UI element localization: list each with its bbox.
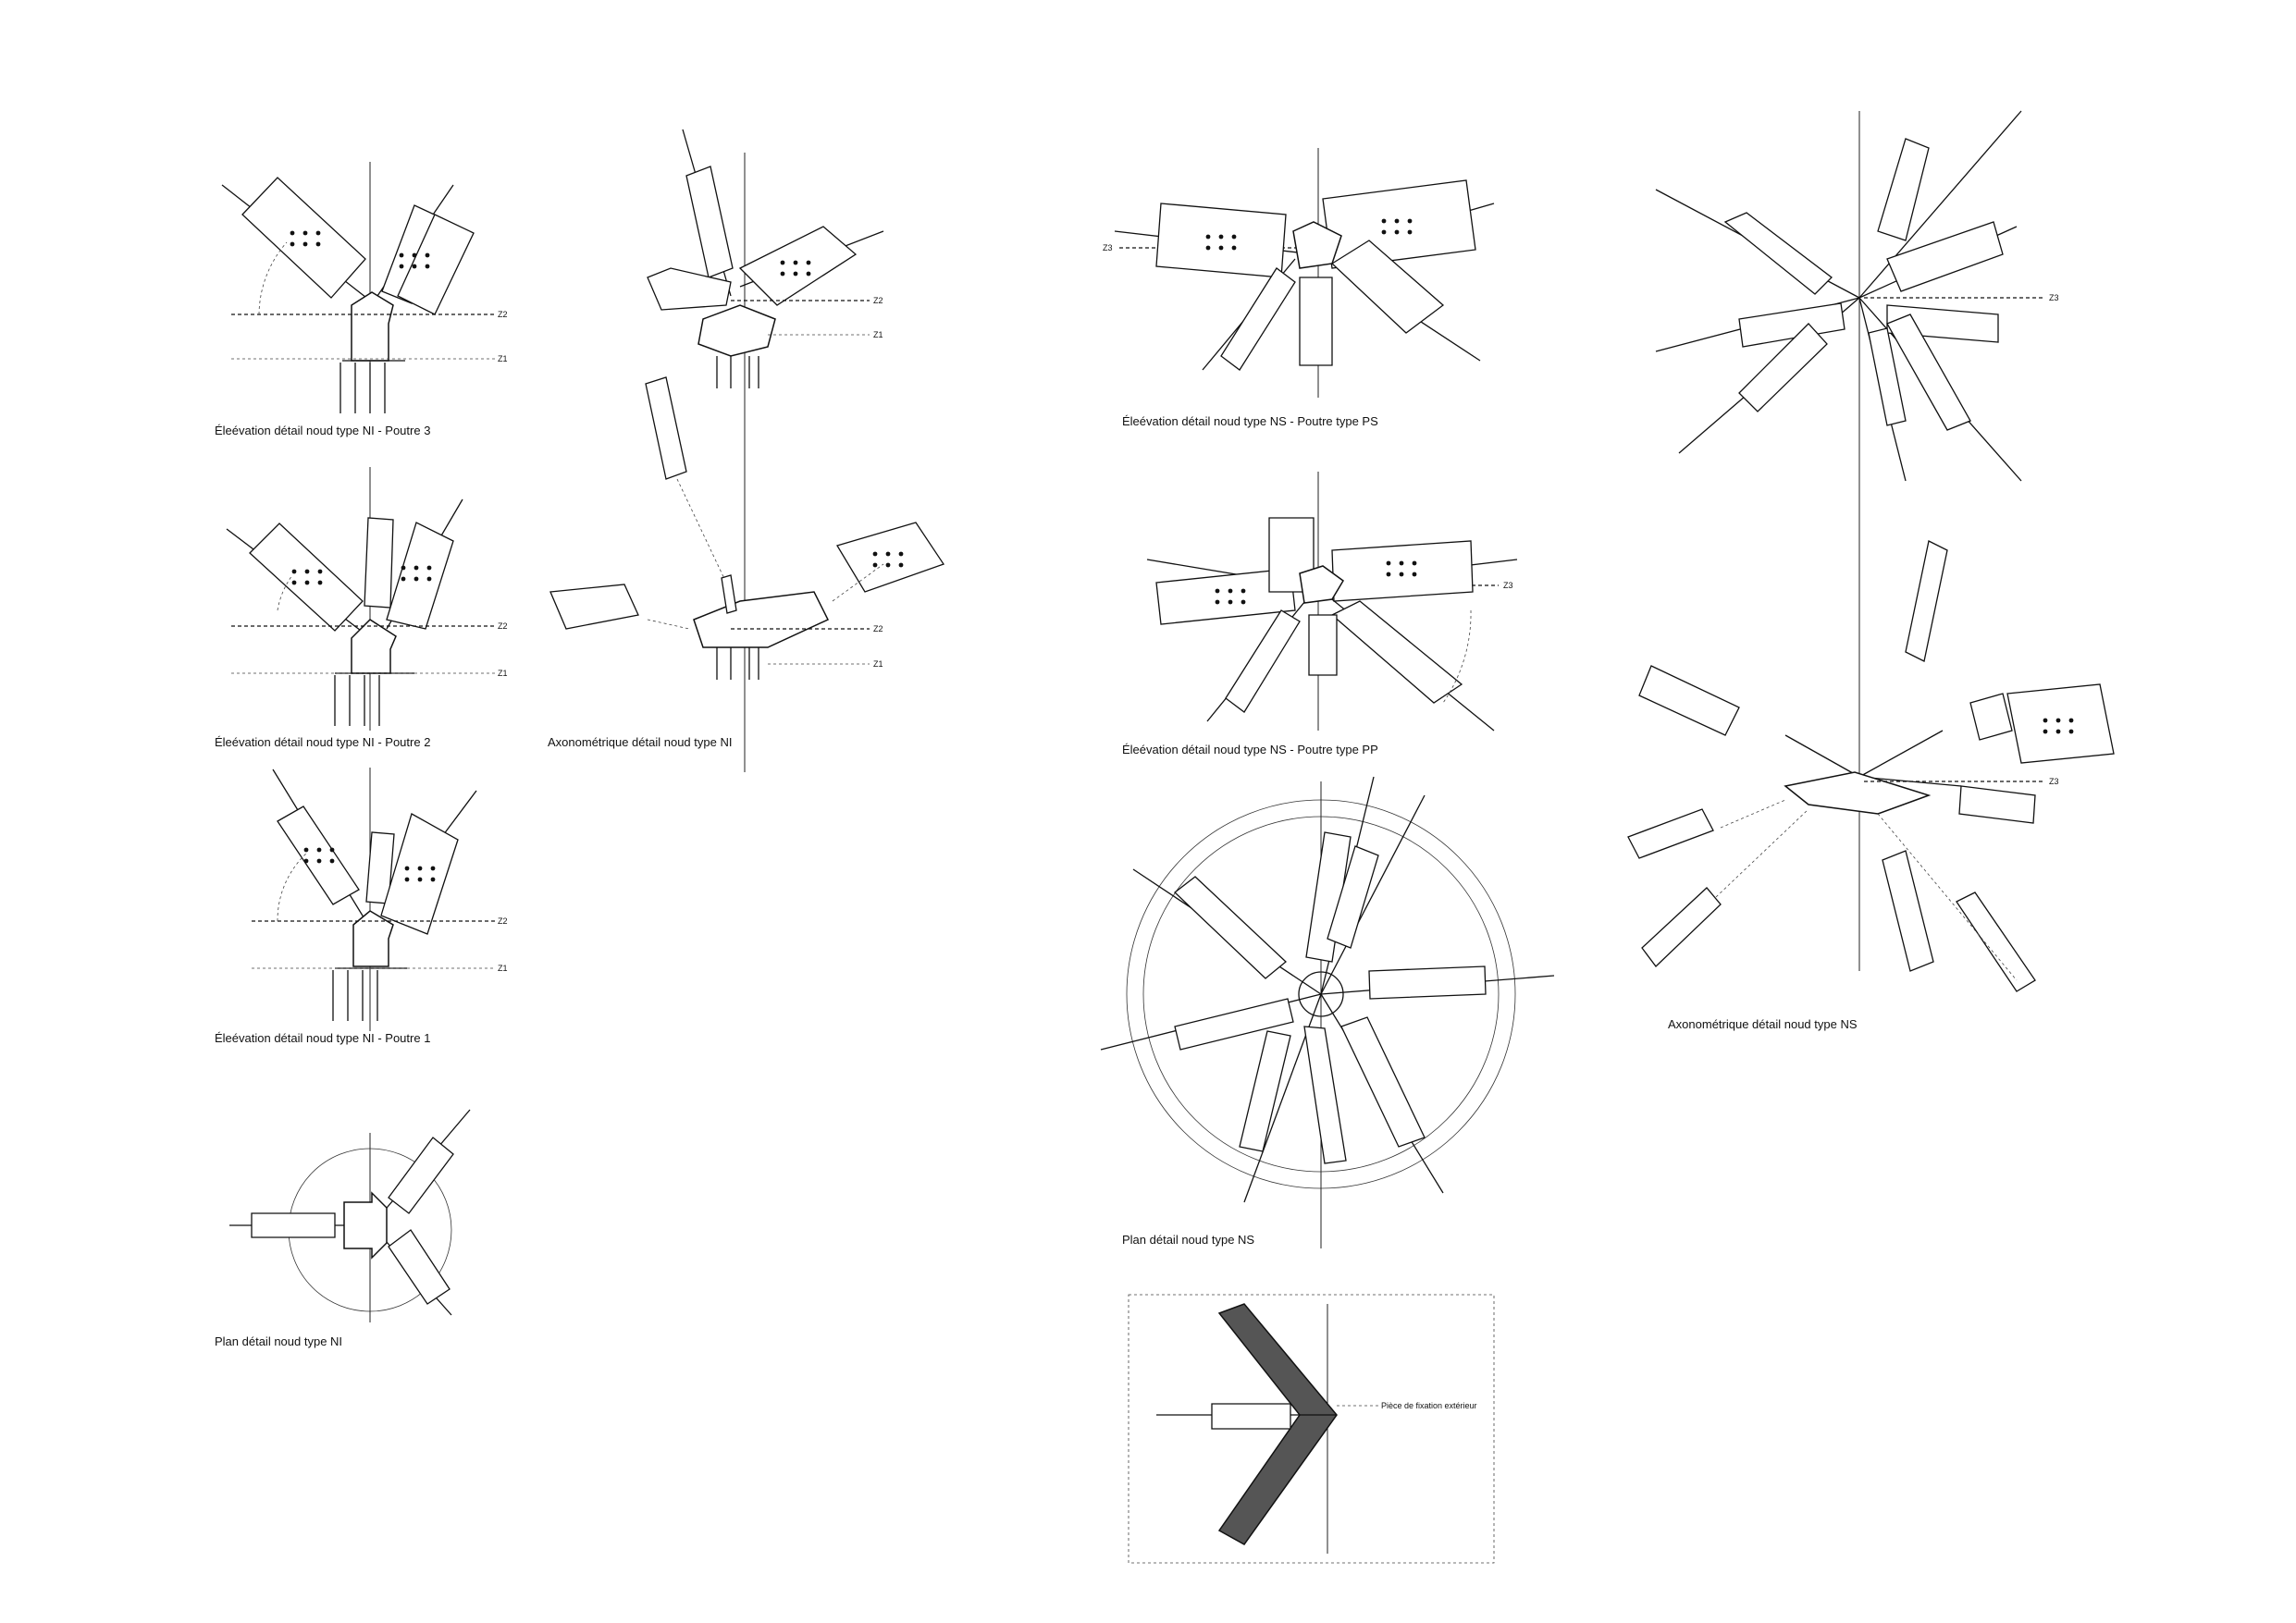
ni-elevation-poutre-1: Z2 Z1 [252,768,508,1031]
beam-center [365,831,395,904]
level-label-z3: Z3 [1503,581,1513,590]
caption-ns-elevation-ps: Éleévation détail noud type NS - Poutre … [1122,414,1378,428]
level-label-z1: Z1 [873,659,883,669]
fixation-detail: Pièce de fixation extérieur [1128,1294,1495,1564]
beam-west [1155,568,1296,625]
level-label-z1: Z1 [873,330,883,339]
beam-west [1738,302,1845,348]
level-label-z3: Z3 [2049,293,2059,302]
beam-southwest [1738,323,1828,412]
level-label-z1: Z1 [498,354,508,363]
beam-southeast [1330,600,1463,704]
beam-east [1368,965,1487,1000]
steel-node-plate [351,619,397,674]
caption-ns-plan: Plan détail noud type NS [1122,1233,1255,1247]
beam-southeast-exploded [1956,891,2036,992]
steel-node-plate [352,910,394,967]
ni-axonometric: Z2 Z1 Z2 Z1 [549,129,945,772]
level-label-z2: Z2 [498,916,508,926]
ns-elevation-ps: Z3 [1103,148,1495,398]
steel-node-plate [1299,565,1344,604]
level-label-z1: Z1 [498,669,508,678]
upper-beam-right [738,226,858,306]
level-label-z2: Z2 [873,624,883,633]
detail-frame [1128,1294,1495,1564]
lower-post-exploded [645,376,687,480]
beam-southsouthwest [1239,1030,1291,1152]
beam-right [380,813,459,935]
beam-east [1886,221,2004,292]
ns-axonometric-lower: Z3 [1627,540,2115,992]
beam-north [1877,138,1930,241]
level-label-z2: Z2 [873,296,883,305]
ni-plan [229,1109,471,1322]
caption-ni-elevation-poutre-3: Éleévation détail noud type NI - Poutre … [215,424,431,437]
level-label-z3: Z3 [2049,777,2059,786]
upper-node-plate [697,304,776,357]
ns-axonometric-upper: Z3 [1655,110,2059,971]
beam-east [1331,540,1474,602]
fixation-callout: Pièce de fixation extérieur [1381,1401,1477,1410]
beam-west-upper [1723,212,1833,295]
beam-northwest [1174,876,1287,979]
beam-left [277,805,360,905]
caption-ni-axonometric: Axonométrique détail noud type NI [548,735,733,749]
upper-beam-left [647,267,732,311]
beam-south-exploded [1882,850,1934,972]
caption-ni-plan: Plan détail noud type NI [215,1334,343,1348]
level-label-z2: Z2 [498,621,508,631]
level-label-z1: Z1 [498,964,508,973]
caption-ns-elevation-pp: Éleévation détail noud type NS - Poutre … [1122,743,1378,756]
beam-southwest [1220,267,1296,371]
level-label-z3: Z3 [1103,243,1113,252]
beam-northwest-exploded [1638,665,1740,736]
beam-northeast-exploded [1969,693,2013,741]
beam-west [1155,203,1287,278]
beam-southwest-exploded [1641,887,1722,967]
beam-center [364,517,394,609]
beam-east-exploded [2006,683,2115,764]
beam-southeast [1340,1016,1426,1148]
beam-west-exploded [1627,808,1714,859]
beam-south [1868,327,1907,426]
beam-northnortheast [1327,845,1379,949]
beam-west [251,1212,336,1238]
ni-elevation-poutre-3: Z2 Z1 [221,162,508,414]
beam-west [1174,998,1294,1051]
caption-ns-axonometric: Axonométrique détail noud type NS [1668,1017,1858,1031]
steel-node-plate [343,1191,388,1260]
beam-right [397,214,475,315]
beam-south [1299,277,1333,366]
lower-node-plate [1784,771,1932,815]
beam-northeast [388,1137,454,1214]
beam-eastsoutheast-exploded [1958,785,2036,824]
lower-beam-right-exploded [836,522,945,593]
beam-left [249,523,364,632]
lower-node-plate [693,591,830,648]
level-label-z2: Z2 [498,310,508,319]
ns-plan [1100,776,1555,1248]
beam-left [241,177,366,299]
beam-south [1308,614,1338,676]
beam-south [1303,1026,1347,1164]
beam-north-exploded [1905,540,1948,662]
lower-beam-left-exploded [549,584,639,630]
beam-southeast [1330,240,1445,334]
caption-ni-elevation-poutre-1: Éleévation détail noud type NI - Poutre … [215,1031,431,1045]
beam-southwest [1225,609,1301,713]
beam-north [1305,831,1352,963]
caption-ni-elevation-poutre-2: Éleévation détail noud type NI - Poutre … [215,735,431,749]
ns-elevation-pp: Z3 [1146,472,1518,732]
beam-southeast [1886,314,1971,431]
steel-node-plate [351,291,394,362]
upper-post [685,166,734,278]
beam-southeast [388,1229,451,1305]
ni-elevation-poutre-2: Z2 Z1 [226,467,508,731]
beam-right [386,522,454,630]
beam-stub [1211,1403,1291,1430]
steel-node-plate [1292,221,1342,269]
